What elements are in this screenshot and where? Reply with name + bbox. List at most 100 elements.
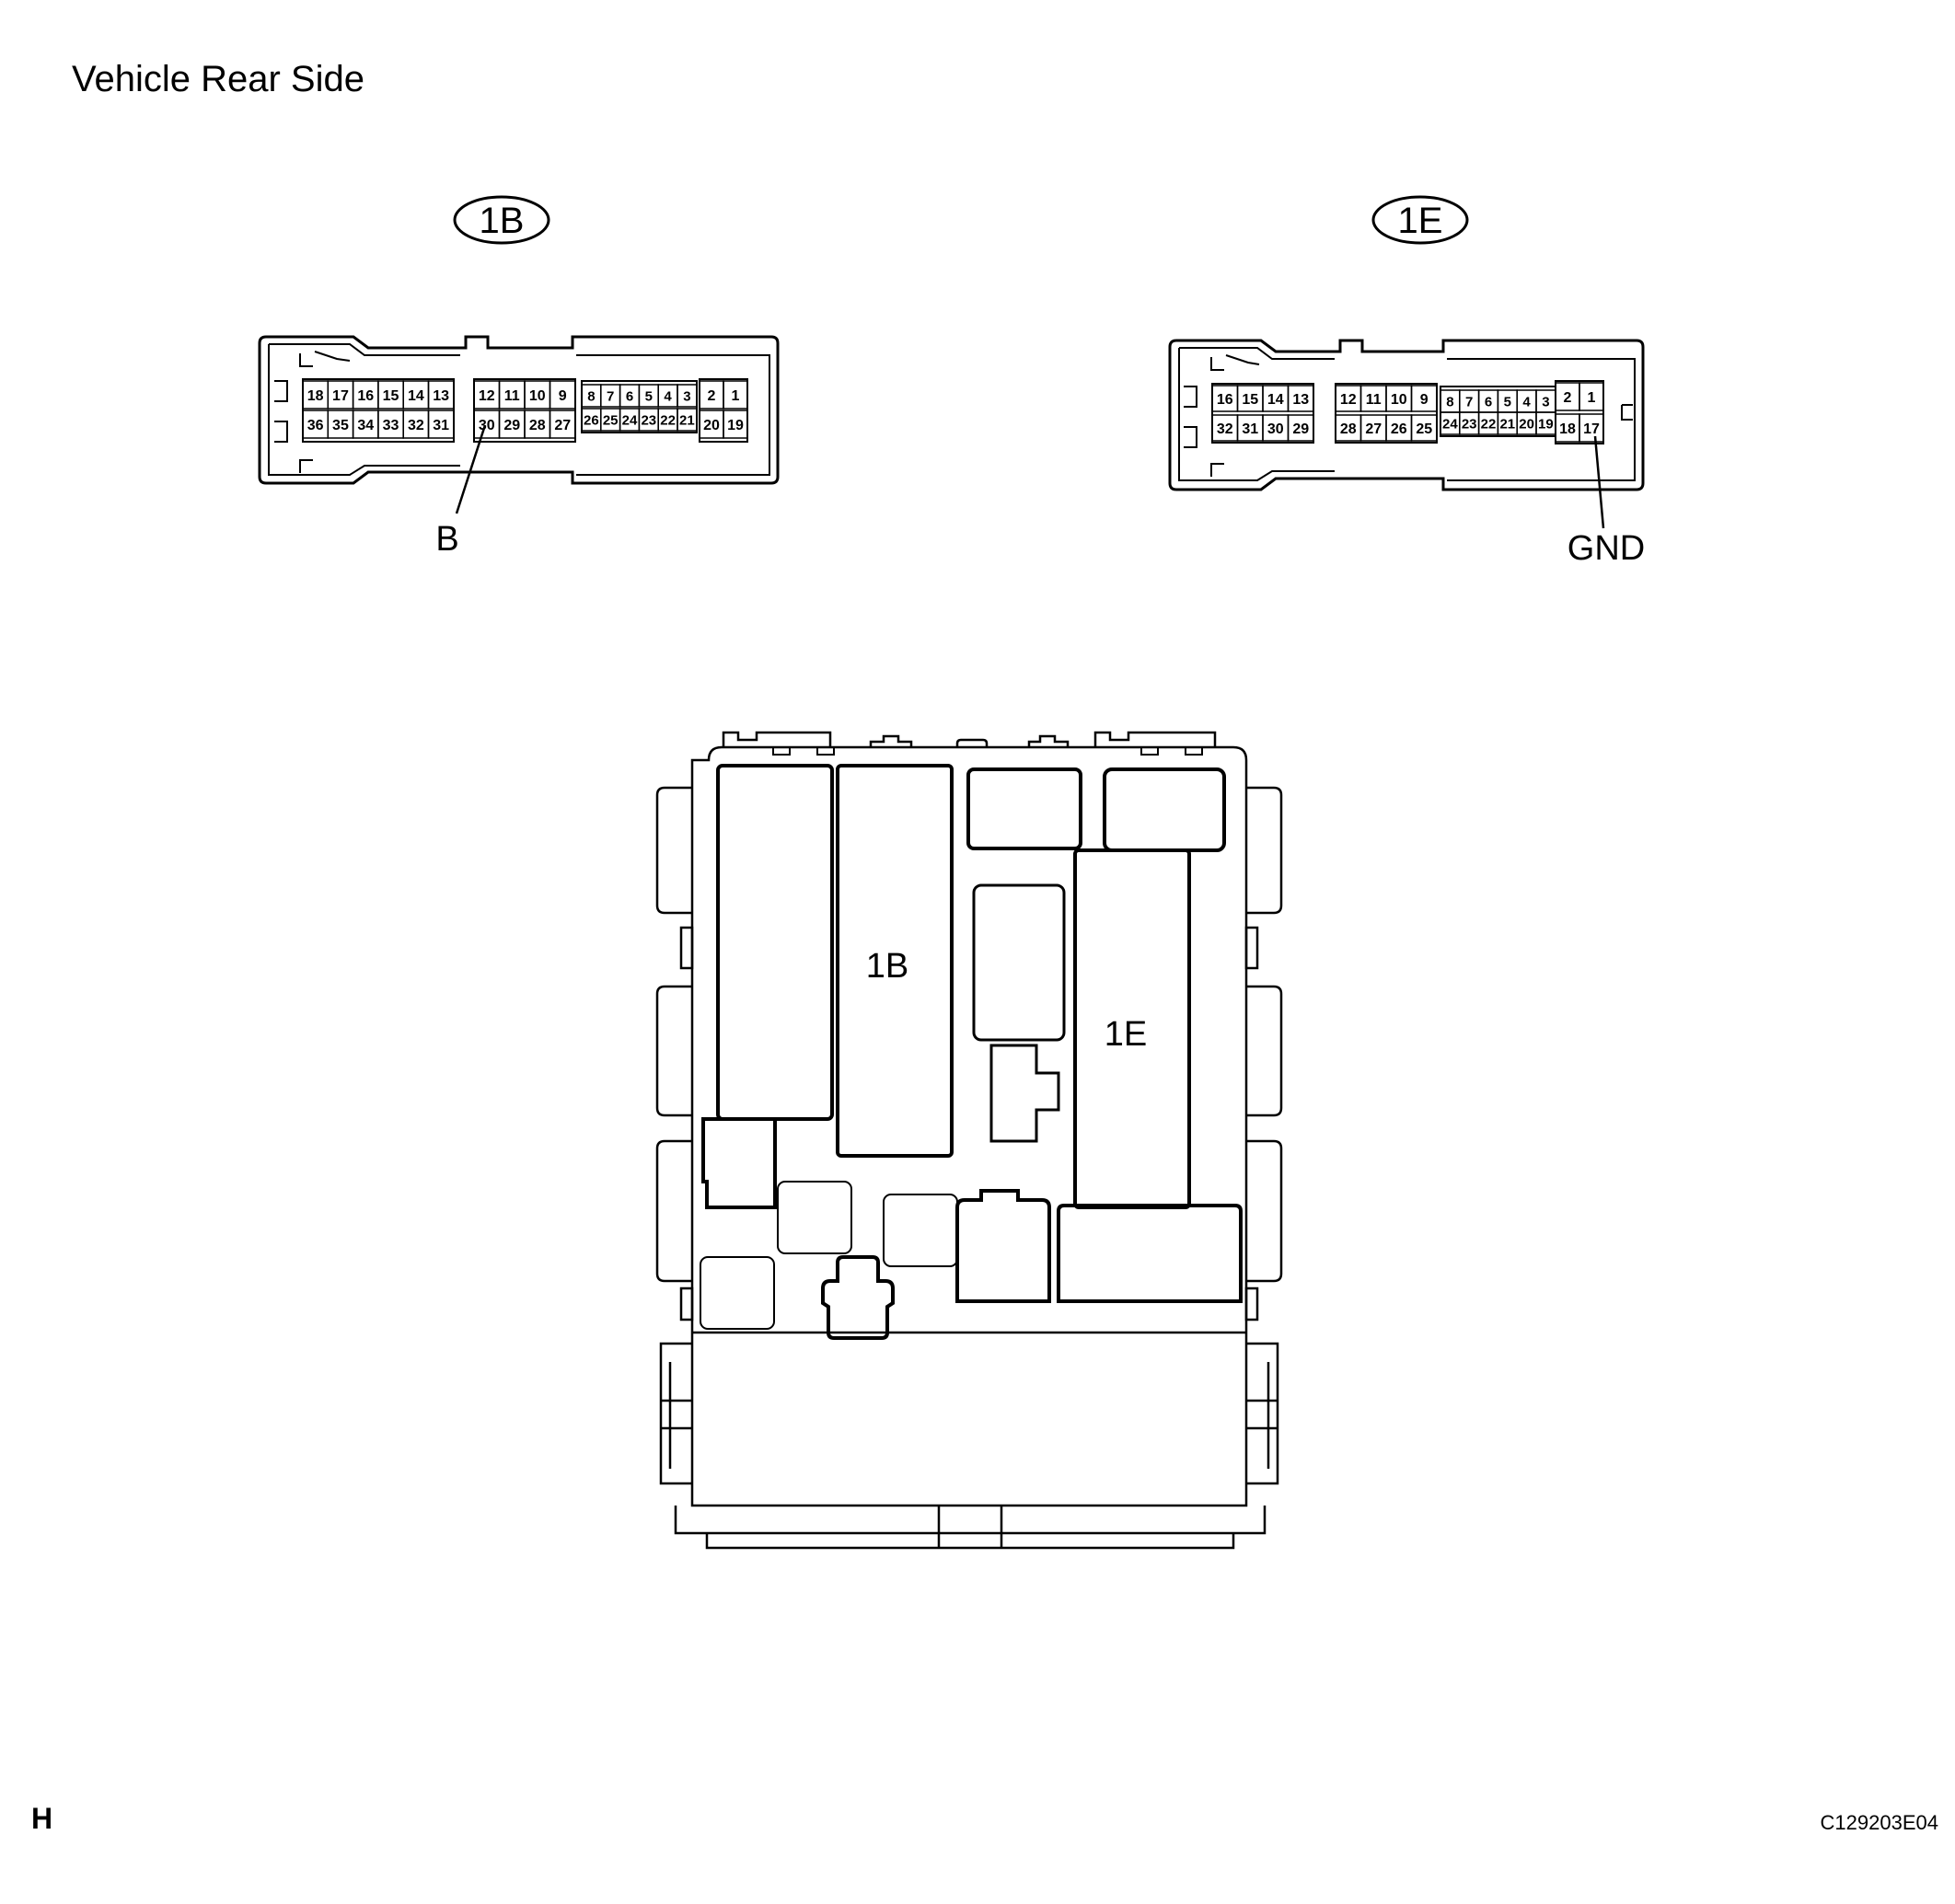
- right-clip-2: [1244, 1287, 1259, 1321]
- connector-1e-pin-block-a: [1211, 383, 1314, 444]
- right-bracket-lower: [1246, 1342, 1279, 1485]
- connector-1e-pin-number: 14: [1267, 392, 1284, 408]
- top-tab-left-feet: [772, 747, 835, 756]
- connector-1b-pin-number: 23: [641, 412, 656, 428]
- left-bracket-2: [655, 985, 692, 1117]
- connector-1b-pin-number: 26: [584, 412, 599, 428]
- connector-1e-pin-number: 18: [1559, 421, 1576, 437]
- left-clip-2: [679, 1287, 694, 1321]
- connector-1e-latch-top: [1184, 386, 1197, 408]
- connector-1e-pin-number: 23: [1462, 416, 1477, 432]
- connector-1e-pin-number: 25: [1416, 421, 1432, 437]
- connector-1e-pins: 1632153114301329122811271026925824723622…: [1211, 382, 1604, 443]
- connector-1e-pin-number: 16: [1217, 392, 1233, 408]
- connector-1b-pin-number: 11: [504, 388, 520, 404]
- connector-1b-pin-number: 3: [683, 388, 690, 404]
- connector-1b-pin-number: 32: [408, 418, 424, 433]
- connector-1e-pin-number: 10: [1391, 392, 1407, 408]
- connector-1e-pin-number: 27: [1365, 421, 1382, 437]
- junction-block: 1B 1E: [655, 731, 1283, 1550]
- connector-1b-pin-cell: [549, 410, 576, 439]
- connector-1b-callout-line: [455, 424, 487, 514]
- connector-1e-pin-number: 32: [1217, 421, 1233, 437]
- connector-1b-pin-number: 29: [503, 418, 520, 433]
- connector-1e-pin-number: 19: [1538, 416, 1554, 432]
- connector-1b-pin-number: 25: [603, 412, 619, 428]
- connector-1b-pin-number: 34: [357, 418, 374, 433]
- connector-1b-pin-number: 7: [607, 388, 614, 404]
- connector-1e-pin-number: 8: [1446, 394, 1453, 410]
- connector-1e-pin-number: 28: [1340, 421, 1357, 437]
- connector-1b-pin-number: 22: [660, 412, 676, 428]
- junction-block-body: [690, 745, 1248, 1507]
- cavity-small-connector: [989, 1044, 1060, 1143]
- connector-1b-pin-cell: [549, 380, 576, 410]
- base-foot: [705, 1533, 1235, 1550]
- connector-1e-id: 1E: [1398, 201, 1443, 241]
- connector-1b-id-ellipse: [453, 195, 550, 245]
- connector-1b-pin-number: 21: [679, 412, 695, 428]
- connector-1e-pin-number: 12: [1340, 392, 1357, 408]
- cavity-1e-label: 1E: [1105, 1015, 1147, 1054]
- connector-1e-callout-line: [1593, 435, 1605, 529]
- connector-1e-pin-cell: [1287, 414, 1314, 442]
- figure-number: C129203E04: [1820, 1811, 1938, 1834]
- connector-1e-pin-cell: [1579, 413, 1604, 443]
- top-tab-mid-right: [1027, 734, 1070, 747]
- cavity-1b-label: 1B: [866, 947, 908, 986]
- right-clip-1: [1244, 926, 1259, 970]
- connector-1b-pin-number: 6: [626, 388, 633, 404]
- connector-1b-pin-number: 35: [332, 418, 349, 433]
- connector-1e-id-ellipse: [1371, 195, 1469, 245]
- connector-1e-pin-number: 1: [1588, 390, 1596, 406]
- connector-1b-key-top: [299, 351, 351, 367]
- connector-1e-pin-number: 21: [1499, 416, 1515, 432]
- connector-1b-pin-number: 31: [433, 418, 449, 433]
- connector-1b-pin-number: 12: [479, 388, 495, 404]
- connector-1e-pin-number: 22: [1481, 416, 1497, 432]
- connector-1e-pin-cell: [1287, 385, 1314, 412]
- connector-1b-pin-number: 14: [408, 388, 424, 404]
- connector-1b-latch-top: [274, 380, 288, 402]
- connector-1e-pin-number: 13: [1292, 392, 1309, 408]
- cavity-top-small-1: [966, 767, 1082, 850]
- connector-1e-pin-number: 31: [1242, 421, 1258, 437]
- connector-1b-pin-cell: [427, 380, 455, 410]
- connector-1b-pin-number: 2: [708, 388, 716, 404]
- connector-1b-pin-number: 13: [433, 388, 449, 404]
- right-bracket-3: [1246, 1139, 1283, 1283]
- connector-1b-pin-number: 8: [587, 388, 595, 404]
- connector-1e-inner-outline: [1178, 347, 1636, 481]
- connector-1b-pin-number: 9: [559, 388, 567, 404]
- connector-1b-pin-number: 15: [383, 388, 399, 404]
- connector-1b-pin-number: 33: [383, 418, 399, 433]
- left-bracket-3: [655, 1139, 692, 1283]
- base-center-slot: [937, 1506, 1003, 1548]
- cavity-mid-relay: [972, 883, 1066, 1042]
- connector-1b-pin-number: 30: [479, 418, 495, 433]
- top-tab-center: [955, 738, 989, 747]
- cavity-keyed-connector: [821, 1255, 895, 1340]
- connector-1b-pin-cell: [427, 410, 455, 439]
- cavity-left-small: [701, 1117, 777, 1209]
- top-tab-right: [1093, 731, 1217, 747]
- connector-1b-key-bottom: [299, 459, 313, 473]
- cavity-square-2: [883, 1194, 958, 1267]
- connector-1b-pin-cell: [677, 408, 698, 432]
- connector-1e-pin-number: 26: [1391, 421, 1407, 437]
- connector-1e-housing: [1168, 339, 1645, 491]
- connector-1e-pin-number: 4: [1522, 394, 1531, 410]
- cavity-bottom-wide: [1057, 1204, 1243, 1303]
- connector-1e-pin-cell: [1410, 414, 1438, 442]
- cavity-left-tall: [716, 764, 834, 1121]
- connector-1e-pin-number: 24: [1442, 416, 1458, 432]
- connector-1b-inner-outline: [268, 343, 770, 476]
- connector-1e-pin-number: 3: [1542, 394, 1549, 410]
- connector-1b-pin-number: 28: [529, 418, 546, 433]
- connector-1b-pin-number: 20: [703, 418, 720, 433]
- page-title: Vehicle Rear Side: [72, 59, 364, 99]
- connector-1b-pin-number: 19: [727, 418, 744, 433]
- connector-1e-pin-number: 11: [1366, 392, 1382, 408]
- top-tab-mid: [869, 734, 913, 747]
